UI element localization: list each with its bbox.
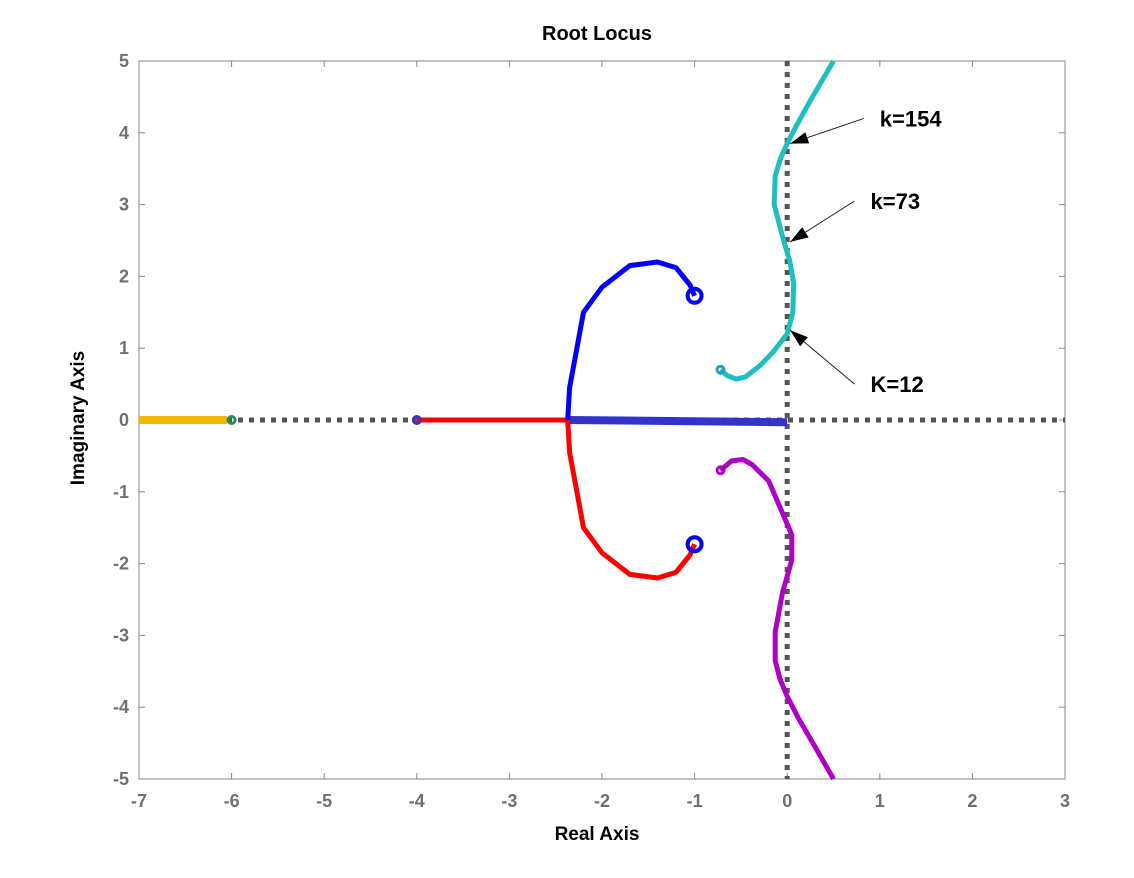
y-tick-label: 1 bbox=[119, 338, 129, 358]
y-tick-label: 5 bbox=[119, 51, 129, 71]
y-tick-label: 4 bbox=[119, 123, 129, 143]
x-tick-label: 1 bbox=[875, 791, 885, 811]
gain-annotation-label: K=12 bbox=[871, 372, 924, 397]
locus-branch-7 bbox=[718, 457, 836, 781]
pole-marker bbox=[685, 286, 704, 305]
annotation-arrow-head bbox=[790, 227, 809, 242]
locus-branch-5 bbox=[565, 419, 697, 581]
annotation-arrow-head bbox=[790, 330, 808, 347]
pole-marker bbox=[715, 465, 726, 476]
x-tick-label: 2 bbox=[967, 791, 977, 811]
x-tick-label: -4 bbox=[409, 791, 425, 811]
x-tick-label: -3 bbox=[501, 791, 517, 811]
locus-branch-4 bbox=[565, 259, 697, 421]
locus-branches bbox=[139, 59, 836, 781]
locus-branch-2 bbox=[567, 416, 788, 427]
x-tick-label: -5 bbox=[316, 791, 332, 811]
x-tick-label: -2 bbox=[594, 791, 610, 811]
x-axis-label: Real Axis bbox=[555, 824, 640, 845]
gain-annotation-label: k=73 bbox=[871, 189, 921, 214]
locus-branch-6 bbox=[718, 59, 836, 382]
y-tick-label: -1 bbox=[113, 482, 129, 502]
gain-annotations: k=154 k=73K=12 bbox=[789, 106, 943, 397]
x-tick-label: -7 bbox=[131, 791, 147, 811]
y-tick-label: 0 bbox=[119, 410, 129, 430]
x-tick-label: -1 bbox=[687, 791, 703, 811]
pole-marker bbox=[685, 535, 704, 554]
pole-marker bbox=[411, 415, 422, 425]
pole-marker bbox=[715, 364, 726, 375]
y-tick-label: -4 bbox=[113, 697, 129, 717]
gain-annotation-label: k=154 bbox=[880, 106, 943, 131]
axis-ticks: -7 -6 -5 -4 -3 -2 -1 0 1 2 3 5 4 3 2 1 0 -1 -2 -3 -4 -5 bbox=[113, 51, 1070, 811]
x-tick-label: 3 bbox=[1060, 791, 1070, 811]
pole-marker bbox=[226, 415, 237, 425]
pole-markers bbox=[226, 286, 726, 554]
chart-title: Root Locus bbox=[542, 23, 652, 45]
y-axis-label: Imaginary Axis bbox=[68, 351, 89, 485]
x-tick-label: 0 bbox=[782, 791, 792, 811]
y-tick-label: -3 bbox=[113, 625, 129, 645]
x-tick-label: -6 bbox=[224, 791, 240, 811]
y-tick-label: -5 bbox=[113, 769, 129, 789]
annotation-arrow-head bbox=[790, 132, 810, 144]
y-tick-label: 3 bbox=[119, 195, 129, 215]
y-tick-label: 2 bbox=[119, 266, 129, 286]
y-tick-label: -2 bbox=[113, 554, 129, 574]
